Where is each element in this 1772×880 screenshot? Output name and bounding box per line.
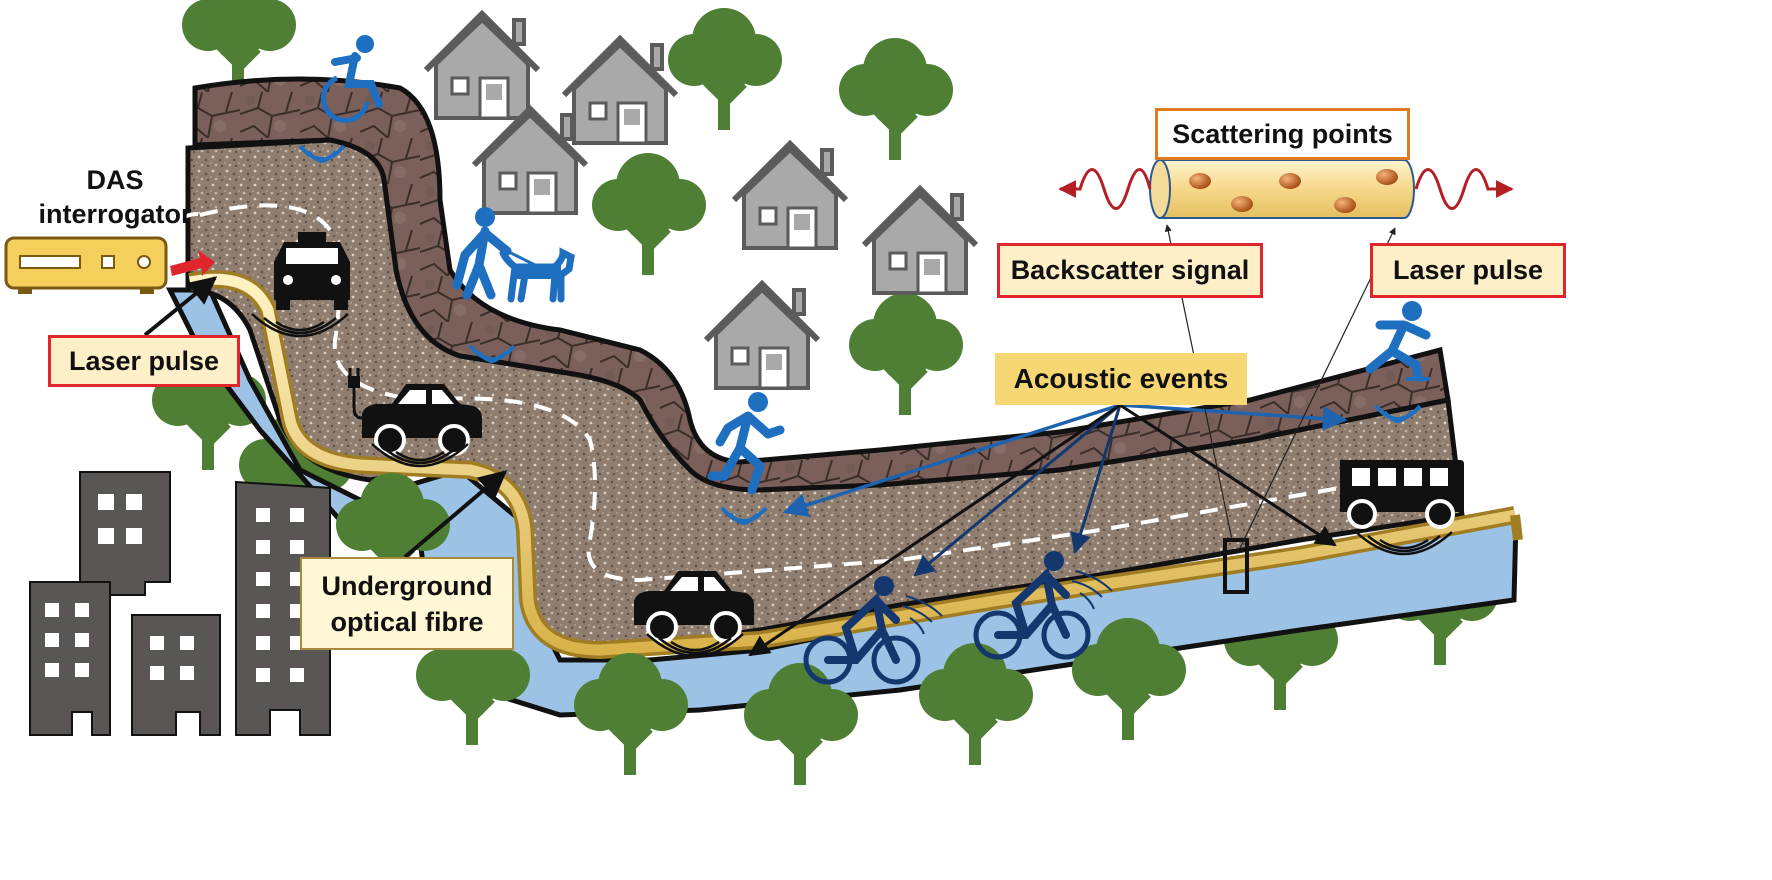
scattering-point	[1334, 197, 1356, 213]
house-icon	[734, 144, 846, 248]
acoustic-events-label: Acoustic events	[995, 353, 1247, 405]
scattering-cylinder	[1058, 159, 1514, 219]
bus-icon	[1340, 460, 1464, 529]
laser-pulse-right-label: Laser pulse	[1370, 243, 1566, 298]
house-icon	[564, 39, 676, 143]
house-icon	[426, 14, 538, 118]
laser-pulse-arrow	[170, 250, 215, 276]
electric-car-icon	[348, 368, 484, 456]
building-icon	[131, 614, 221, 736]
building-icon	[29, 581, 111, 736]
tree-icon	[668, 8, 782, 130]
house-icon	[864, 189, 976, 293]
house-icon	[474, 109, 586, 213]
house-icon	[706, 284, 818, 388]
forward-laser-wave	[1414, 168, 1514, 210]
scattering-point	[1189, 173, 1211, 189]
laser-pulse-left-label: Laser pulse	[48, 335, 240, 387]
building-icon	[79, 471, 171, 596]
fibre-segment-marker	[1223, 538, 1249, 594]
das-interrogator-label: DAS interrogator	[38, 165, 192, 229]
wheelchair-user-icon	[320, 35, 383, 123]
scattering-points-label: Scattering points	[1155, 108, 1410, 160]
acoustic-event-arrows	[748, 403, 1348, 657]
taxi-icon	[274, 232, 350, 310]
scattering-point	[1279, 173, 1301, 189]
city-buildings	[29, 471, 331, 736]
backscatter-wave	[1058, 168, 1152, 210]
tree-icon	[849, 293, 963, 415]
underground-fibre-label: Underground optical fibre	[300, 557, 514, 650]
scattering-point	[1231, 196, 1253, 212]
skater-icon	[1365, 301, 1431, 382]
das-interrogator-device	[4, 212, 215, 294]
scattering-point	[1376, 169, 1398, 185]
backscatter-signal-label: Backscatter signal	[997, 243, 1263, 298]
tree-icon	[839, 38, 953, 160]
tree-icon	[592, 153, 706, 275]
person-with-guide-dog-icon	[452, 207, 575, 303]
